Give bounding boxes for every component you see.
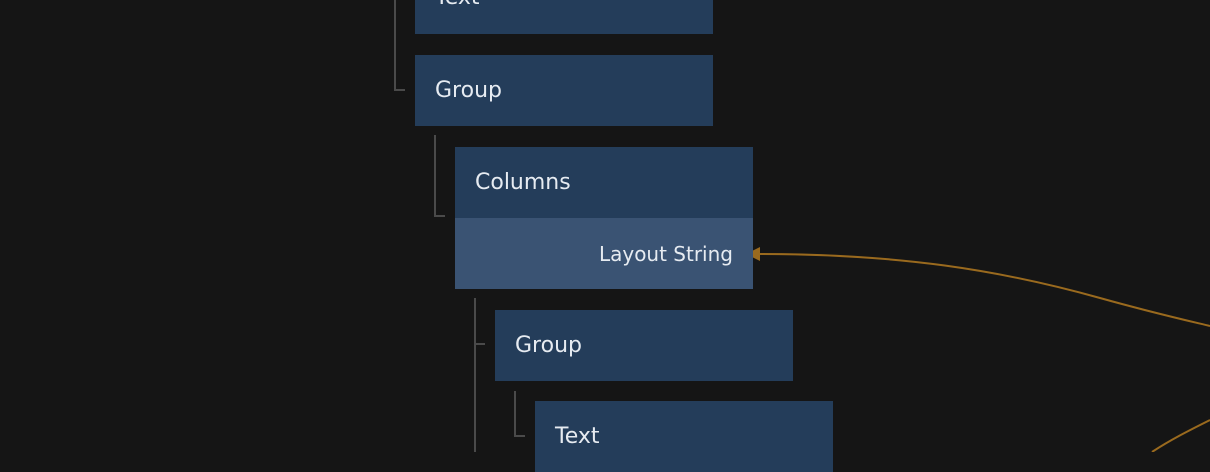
tree-line-group-2 — [474, 298, 485, 452]
node-label: Text — [555, 424, 600, 449]
node-text-bottom[interactable]: Text — [535, 401, 833, 472]
node-label: Group — [435, 78, 502, 103]
node-label: Text — [435, 0, 480, 10]
port-label: Layout String — [598, 241, 733, 266]
wire-bottom-right[interactable] — [1151, 419, 1210, 452]
tree-line-columns — [434, 135, 445, 217]
node-label: Group — [515, 333, 582, 358]
node-label: Columns — [475, 170, 571, 195]
node-text-top[interactable]: Text — [415, 0, 713, 34]
tree-line-group-1 — [394, 0, 405, 91]
tree-line-text-bottom — [514, 391, 525, 437]
wire-layout-string[interactable] — [757, 253, 1210, 327]
node-group-2[interactable]: Group — [495, 310, 793, 381]
port-layout-string[interactable]: Layout String — [455, 218, 753, 289]
node-columns[interactable]: Columns — [455, 147, 753, 218]
node-group-1[interactable]: Group — [415, 55, 713, 126]
